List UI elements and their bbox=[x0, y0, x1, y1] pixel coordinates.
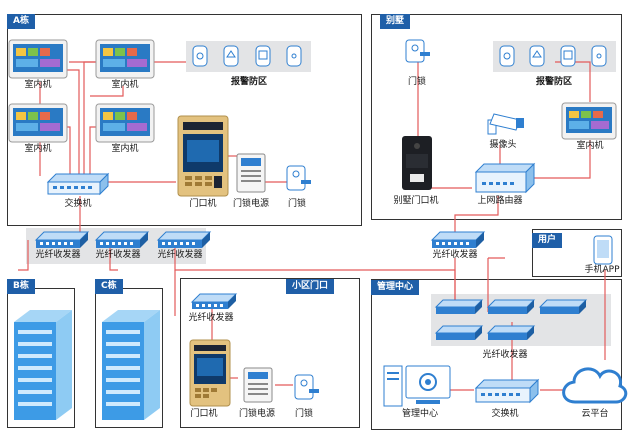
label-villa-door-lock: 门锁 bbox=[407, 77, 427, 87]
management-pc-icon bbox=[383, 365, 451, 407]
label-transceiver-villa: 光纤收发器 bbox=[432, 250, 478, 260]
zone-community-gate bbox=[180, 278, 360, 428]
label-camera: 摄像头 bbox=[489, 140, 517, 150]
label-switch-a: 交换机 bbox=[64, 199, 92, 209]
alarm-sensor-icons bbox=[192, 45, 607, 67]
villa-door-lock-icon bbox=[405, 39, 430, 63]
label-villa-indoor-unit: 室内机 bbox=[576, 141, 604, 151]
tag-a-building: A栋 bbox=[7, 14, 35, 29]
label-lock-power-a: 门锁电源 bbox=[232, 199, 270, 209]
zone-user bbox=[532, 229, 622, 277]
label-switch-mgmt: 交换机 bbox=[491, 409, 519, 419]
label-transceiver-gate: 光纤收发器 bbox=[188, 313, 234, 323]
tag-community-gate: 小区门口 bbox=[286, 279, 335, 294]
switch-icon-mgmt bbox=[474, 378, 540, 404]
label-transceiver-1: 光纤收发器 bbox=[35, 250, 81, 260]
label-cloud-platform: 云平台 bbox=[581, 409, 609, 419]
label-lock-power-gate: 门锁电源 bbox=[238, 409, 276, 419]
label-transceiver-mgmt: 光纤收发器 bbox=[482, 350, 528, 360]
label-door-unit-gate: 门口机 bbox=[190, 409, 218, 419]
camera-icon bbox=[487, 113, 524, 135]
label-door-lock-a: 门锁 bbox=[287, 199, 307, 209]
label-indoor-unit-3: 室内机 bbox=[24, 144, 52, 154]
label-transceiver-2: 光纤收发器 bbox=[95, 250, 141, 260]
label-alarm-zone-a: 报警防区 bbox=[230, 77, 268, 87]
zone-management-center bbox=[371, 279, 622, 430]
lock-power-icon-gate bbox=[243, 367, 273, 403]
lock-power-icon-a bbox=[236, 153, 266, 193]
tag-b-building: B栋 bbox=[7, 279, 35, 294]
zone-villa bbox=[371, 14, 622, 220]
door-lock-icon-a bbox=[286, 165, 311, 191]
zone-b-building bbox=[7, 288, 75, 428]
indoor-unit-icons bbox=[8, 39, 617, 143]
tag-user: 用户 bbox=[532, 233, 563, 248]
label-mobile-app: 手机APP bbox=[584, 265, 620, 275]
c-building-graphic bbox=[102, 310, 160, 420]
label-transceiver-3: 光纤收发器 bbox=[157, 250, 203, 260]
door-unit-icon-gate bbox=[189, 339, 231, 407]
villa-door-unit-icon bbox=[402, 136, 432, 190]
b-building-graphic bbox=[14, 310, 72, 420]
label-alarm-zone-villa: 报警防区 bbox=[535, 77, 573, 87]
label-villa-door-unit: 别墅门口机 bbox=[393, 196, 439, 206]
tag-management-center: 管理中心 bbox=[371, 280, 420, 295]
label-indoor-unit-4: 室内机 bbox=[111, 144, 139, 154]
label-indoor-unit-2: 室内机 bbox=[111, 80, 139, 90]
transceiver-icons bbox=[34, 231, 588, 340]
label-door-unit-a: 门口机 bbox=[189, 199, 217, 209]
switch-icon-a bbox=[46, 172, 110, 196]
label-indoor-unit-1: 室内机 bbox=[24, 80, 52, 90]
tag-villa: 别墅 bbox=[380, 14, 411, 29]
label-router: 上网路由器 bbox=[477, 196, 523, 206]
zone-a-building bbox=[7, 14, 362, 226]
tag-c-building: C栋 bbox=[95, 279, 123, 294]
door-lock-icon-gate bbox=[294, 374, 319, 400]
zone-c-building bbox=[95, 288, 163, 428]
mobile-phone-icon bbox=[593, 235, 613, 265]
label-door-lock-gate: 门锁 bbox=[294, 409, 314, 419]
cloud-icon bbox=[562, 367, 628, 404]
door-unit-icon-a bbox=[177, 115, 229, 197]
router-icon bbox=[474, 162, 536, 194]
label-management-center: 管理中心 bbox=[401, 409, 439, 419]
